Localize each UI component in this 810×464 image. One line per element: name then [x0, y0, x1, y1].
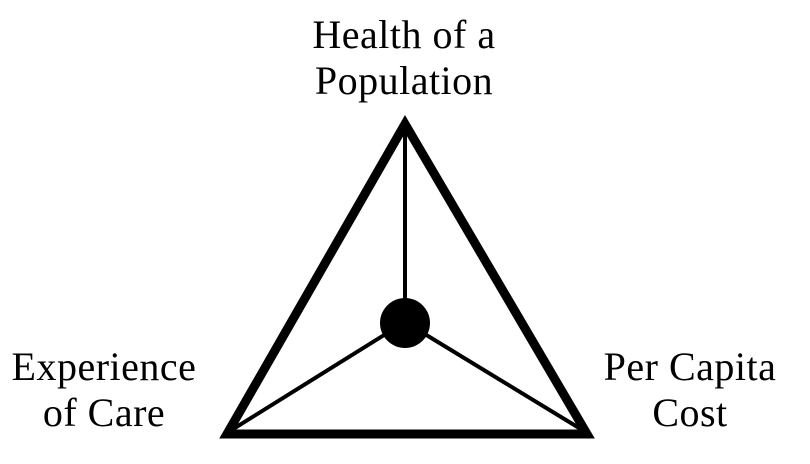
left-vertex-label: Experience of Care	[4, 344, 204, 436]
left-vertex-label-line2: of Care	[42, 390, 166, 435]
left-vertex-label-line1: Experience	[11, 344, 197, 389]
top-vertex-label-line1: Health of a	[312, 12, 496, 57]
top-vertex-label: Health of a Population	[302, 12, 506, 104]
right-vertex-label-line1: Per Capita	[603, 344, 777, 389]
center-node	[380, 298, 430, 348]
outer-triangle	[219, 115, 595, 439]
right-vertex-label: Per Capita Cost	[598, 344, 782, 436]
right-vertex-label-line2: Cost	[652, 390, 728, 435]
top-vertex-label-line2: Population	[314, 58, 494, 103]
spoke-to-right	[403, 320, 586, 433]
spoke-to-left	[228, 320, 407, 433]
